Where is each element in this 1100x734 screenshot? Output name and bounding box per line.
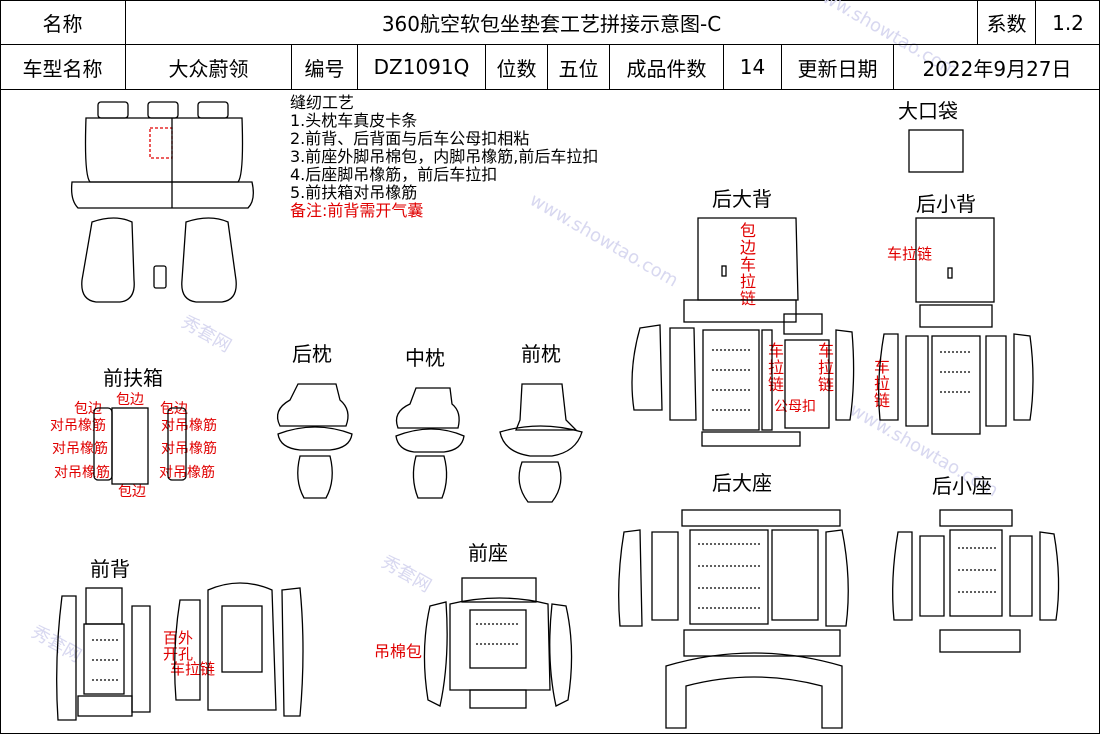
coef-value: 1.2	[1052, 10, 1084, 35]
craft-item: 5.前扶箱对吊橡筋	[290, 183, 418, 202]
pieces-label: 成品件数	[610, 45, 724, 89]
label-front-pillow: 前枕	[521, 342, 561, 366]
car-label: 车型名称	[0, 45, 126, 89]
annotation-zip-right: 车拉链	[818, 341, 835, 394]
label-front-back: 前背	[90, 557, 130, 581]
annotation-front-back-note: 百外	[163, 629, 194, 647]
craft-title: 缝纫工艺	[290, 93, 355, 112]
header-divider	[0, 44, 1100, 45]
front-pillow-pieces	[499, 383, 583, 503]
label-rear-big-seat: 后大座	[712, 471, 772, 495]
rear-pillow-pieces	[276, 383, 353, 499]
annotation-small-zip: 车拉链	[874, 357, 891, 410]
annotation-edge-zip: 包边车拉链	[740, 221, 757, 308]
label-front-seat: 前座	[468, 541, 508, 565]
overview-rear-bench	[70, 101, 254, 209]
annotation-front-back-note: 开孔	[163, 645, 194, 663]
annotation-armrest-elastic: 对吊橡筋	[161, 418, 217, 434]
label-front-armrest: 前扶箱	[103, 366, 163, 390]
front-armrest-pieces	[93, 407, 187, 485]
annotation-armrest-edge: 包边	[74, 401, 102, 417]
overview-front-seats	[81, 217, 237, 303]
label-rear-pillow: 后枕	[292, 342, 332, 366]
annotation-armrest-elastic: 对吊橡筋	[161, 441, 217, 457]
label-rear-small-seat: 后小座	[932, 474, 992, 498]
annotation-armrest-edge: 包边	[116, 392, 144, 408]
car-value: 大众蔚领	[126, 45, 292, 89]
header-bottom-rule	[0, 89, 1100, 90]
craft-item: 2.前背、后背面与后车公母扣相粘	[290, 129, 530, 148]
seats-label: 位数	[486, 45, 548, 89]
seats-value: 五位	[548, 45, 610, 89]
label-rear-small-back: 后小背	[916, 192, 976, 216]
craft-item: 4.后座脚吊橡筋，前后车拉扣	[290, 165, 498, 184]
sewing-craft-notes: 缝纫工艺 1.头枕车真皮卡条 2.前背、后背面与后车公母扣相粘 3.前座外脚吊棉…	[290, 94, 598, 220]
annotation-armrest-elastic: 对吊橡筋	[54, 465, 110, 481]
drawing-title: 360航空软包坐垫套工艺拼接示意图-C	[126, 0, 978, 45]
name-label: 名称	[0, 0, 126, 45]
rear-small-back-pieces	[878, 217, 1034, 435]
coef-label: 系数	[978, 0, 1036, 45]
craft-item: 3.前座外脚吊棉包，内脚吊橡筋,前后车拉扣	[290, 147, 599, 166]
date-value: 2022年9月27日	[922, 56, 1072, 81]
rear-big-seat-pieces	[618, 509, 849, 729]
code-value: DZ1091Q	[358, 45, 486, 89]
date-label: 更新日期	[782, 45, 894, 89]
big-pocket-piece	[908, 129, 964, 173]
title-block: 名称 360航空软包坐垫套工艺拼接示意图-C 系数 1.2 车型名称 大众蔚领 …	[0, 0, 1100, 90]
front-back-pieces	[56, 582, 304, 721]
label-rear-big-back: 后大背	[712, 187, 772, 211]
craft-item: 1.头枕车真皮卡条	[290, 111, 418, 130]
front-seat-pieces	[423, 577, 573, 709]
pieces-value: 14	[724, 45, 782, 89]
label-mid-pillow: 中枕	[405, 346, 445, 370]
annotation-armrest-elastic: 对吊橡筋	[50, 418, 106, 434]
rear-small-seat-pieces	[892, 509, 1060, 653]
annotation-front-back-note: 车拉链	[170, 660, 216, 678]
annotation-small-back-zip: 车拉链	[887, 245, 933, 263]
annotation-cotton-bag: 吊棉包	[374, 642, 423, 661]
craft-note: 备注:前背需开气囊	[290, 201, 424, 220]
mid-pillow-pieces	[395, 387, 465, 499]
rear-big-back-pieces	[631, 217, 855, 447]
annotation-armrest-edge: 包边	[118, 484, 146, 500]
annotation-armrest-edge: 包边	[160, 401, 188, 417]
annotation-armrest-elastic: 对吊橡筋	[159, 465, 215, 481]
label-big-pocket: 大口袋	[898, 99, 958, 123]
code-label: 编号	[292, 45, 358, 89]
